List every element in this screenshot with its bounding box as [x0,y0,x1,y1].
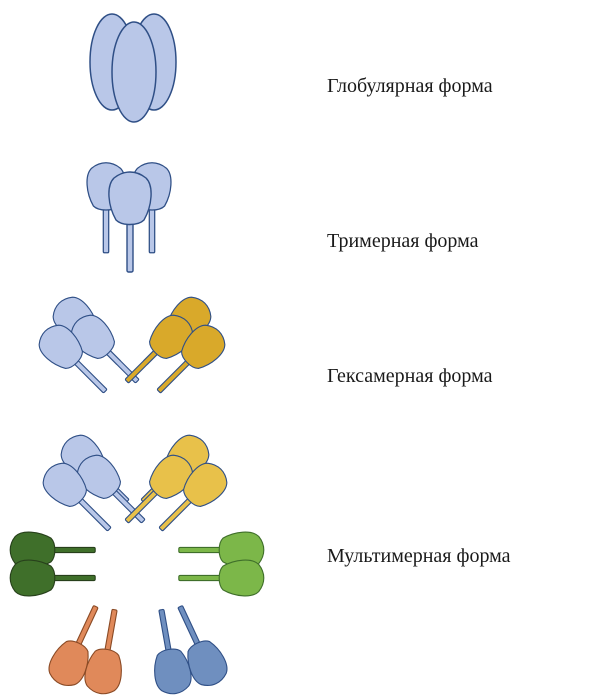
label-multimer-form: Мультимерная форма [327,546,511,566]
label-trimer-form: Тримерная форма [327,231,479,251]
label-globular-form: Глобулярная форма [327,76,493,96]
globular-form-figure [90,14,176,122]
label-hexamer-form: Гексамерная форма [327,366,493,386]
hexamer-form-figure [32,290,231,403]
globular-lobe-front [112,22,156,122]
multimer-form-figure [10,428,264,696]
trimer-form-figure [87,163,171,272]
